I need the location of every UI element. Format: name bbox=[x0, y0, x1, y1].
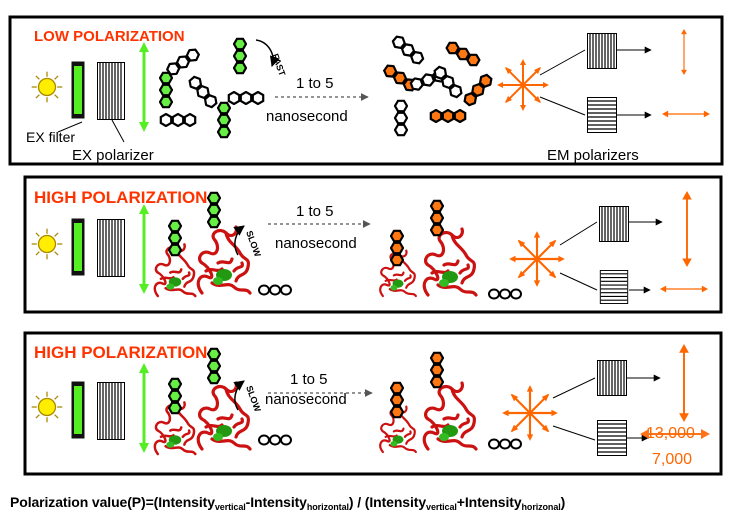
emission-path-horizontal bbox=[539, 96, 586, 116]
emission-path-horizontal bbox=[559, 272, 598, 291]
ex-polarizer-pointer bbox=[111, 119, 125, 143]
ex-polarizer-icon bbox=[97, 219, 125, 277]
em-polarizer-vertical-icon bbox=[599, 206, 629, 242]
molecule-excited bbox=[160, 73, 172, 107]
emission-path-vertical bbox=[552, 377, 596, 399]
rotation-arrow bbox=[255, 39, 280, 67]
formula-lhs: Polarization value(P)=(Intensity bbox=[10, 494, 215, 510]
molecule bbox=[258, 284, 292, 296]
time-unit: nanosecond bbox=[266, 108, 348, 125]
time-unit: nanosecond bbox=[265, 391, 347, 408]
rotation-arrow bbox=[233, 225, 245, 256]
emission-path-horizontal bbox=[552, 425, 596, 441]
ex-polarizer-icon bbox=[97, 382, 125, 440]
panel-low-polarization: LOW POLARIZATION EX filter EX polarizer … bbox=[8, 15, 724, 166]
panel-high-polarization-2: HIGH POLARIZATION SLOW 1 to 5 nanosecond… bbox=[23, 331, 723, 476]
molecule-excited bbox=[234, 39, 246, 73]
panel-title: LOW POLARIZATION bbox=[34, 28, 185, 45]
emission-path-vertical bbox=[559, 221, 598, 246]
ex-filter-label: EX filter bbox=[26, 129, 75, 145]
ex-filter-icon bbox=[71, 218, 85, 276]
light-source-icon bbox=[31, 391, 63, 423]
molecule bbox=[229, 92, 263, 104]
ex-filter-icon bbox=[71, 61, 85, 119]
molecule-emitting bbox=[431, 201, 443, 235]
molecule-excited bbox=[208, 193, 220, 227]
light-source-icon bbox=[31, 228, 63, 260]
time-unit: nanosecond bbox=[275, 235, 357, 252]
formula-sub-horizontal-2: horizonal bbox=[521, 502, 561, 512]
formula-middle: ) / (Intensity bbox=[348, 494, 427, 510]
ex-filter-icon bbox=[71, 381, 85, 439]
panel-title: HIGH POLARIZATION bbox=[34, 343, 207, 362]
formula-sub-horizontal: horizontal bbox=[306, 502, 349, 512]
time-value: 1 to 5 bbox=[296, 203, 334, 220]
molecule-excited bbox=[169, 221, 181, 255]
rotation-arrow bbox=[233, 380, 245, 411]
molecule-excited bbox=[169, 379, 181, 413]
time-value: 1 to 5 bbox=[290, 371, 328, 388]
em-polarizer-vertical-icon bbox=[587, 33, 617, 69]
molecule bbox=[488, 438, 522, 450]
formula-plus: +Intensity bbox=[456, 494, 522, 510]
molecule-excited bbox=[208, 349, 220, 383]
light-source-icon bbox=[31, 71, 63, 103]
horizontal-intensity-readout: 7,000 bbox=[652, 451, 692, 468]
molecule bbox=[258, 434, 292, 446]
ex-filter-pointer bbox=[57, 121, 83, 133]
molecule bbox=[395, 101, 407, 135]
em-polarizer-horizontal-icon bbox=[599, 270, 629, 304]
molecule-emitting bbox=[431, 110, 465, 122]
vertical-intensity-readout: 13,000 bbox=[646, 425, 695, 442]
emission-path-vertical bbox=[539, 49, 586, 76]
molecule bbox=[161, 114, 195, 126]
polarization-formula: Polarization value(P)=(Intensityvertical… bbox=[10, 494, 730, 512]
em-polarizers-label: EM polarizers bbox=[547, 147, 639, 164]
formula-minus: -Intensity bbox=[245, 494, 307, 510]
panel-title: HIGH POLARIZATION bbox=[34, 188, 207, 207]
formula-end: ) bbox=[560, 494, 566, 510]
em-polarizer-horizontal-icon bbox=[587, 97, 617, 133]
formula-sub-vertical-2: vertical bbox=[426, 502, 457, 512]
molecule-excited bbox=[218, 103, 230, 137]
molecule-emitting bbox=[431, 353, 443, 387]
molecule-emitting bbox=[391, 231, 403, 265]
molecule-emitting bbox=[391, 383, 403, 417]
panel-high-polarization-1: HIGH POLARIZATION SLOW 1 to 5 nanosecond bbox=[23, 175, 723, 314]
formula-sub-vertical: vertical bbox=[214, 502, 246, 512]
ex-polarizer-icon bbox=[97, 62, 125, 120]
em-polarizer-vertical-icon bbox=[597, 360, 627, 396]
molecule bbox=[488, 288, 522, 300]
ex-polarizer-label: EX polarizer bbox=[72, 147, 154, 164]
em-polarizer-horizontal-icon bbox=[597, 420, 627, 456]
time-value: 1 to 5 bbox=[296, 75, 334, 92]
